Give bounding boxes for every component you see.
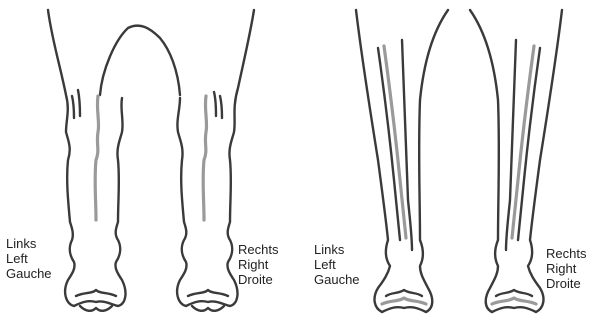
- front-right-label-de: Rechts: [238, 242, 278, 257]
- rear-right-label-fr: Droite: [546, 276, 586, 291]
- front-chest-arch: [100, 26, 180, 95]
- front-right-label: Rechts Right Droite: [238, 242, 278, 287]
- front-left-label-fr: Gauche: [6, 266, 52, 281]
- rear-left-label-fr: Gauche: [314, 272, 360, 287]
- rear-left-label-de: Links: [314, 242, 360, 257]
- rear-view: [356, 10, 562, 312]
- front-left-label-en: Left: [6, 251, 52, 266]
- front-left-leg: [48, 10, 125, 311]
- front-right-label-en: Right: [238, 257, 278, 272]
- rear-right-label-de: Rechts: [546, 246, 586, 261]
- rear-left-label-en: Left: [314, 257, 360, 272]
- front-right-label-fr: Droite: [238, 272, 278, 287]
- rear-right-label: Rechts Right Droite: [546, 246, 586, 291]
- front-left-label-de: Links: [6, 236, 52, 251]
- front-view: [48, 10, 254, 311]
- rear-left-label: Links Left Gauche: [314, 242, 360, 287]
- rear-left-leg: [356, 10, 448, 312]
- rear-right-label-en: Right: [546, 261, 586, 276]
- front-left-label: Links Left Gauche: [6, 236, 52, 281]
